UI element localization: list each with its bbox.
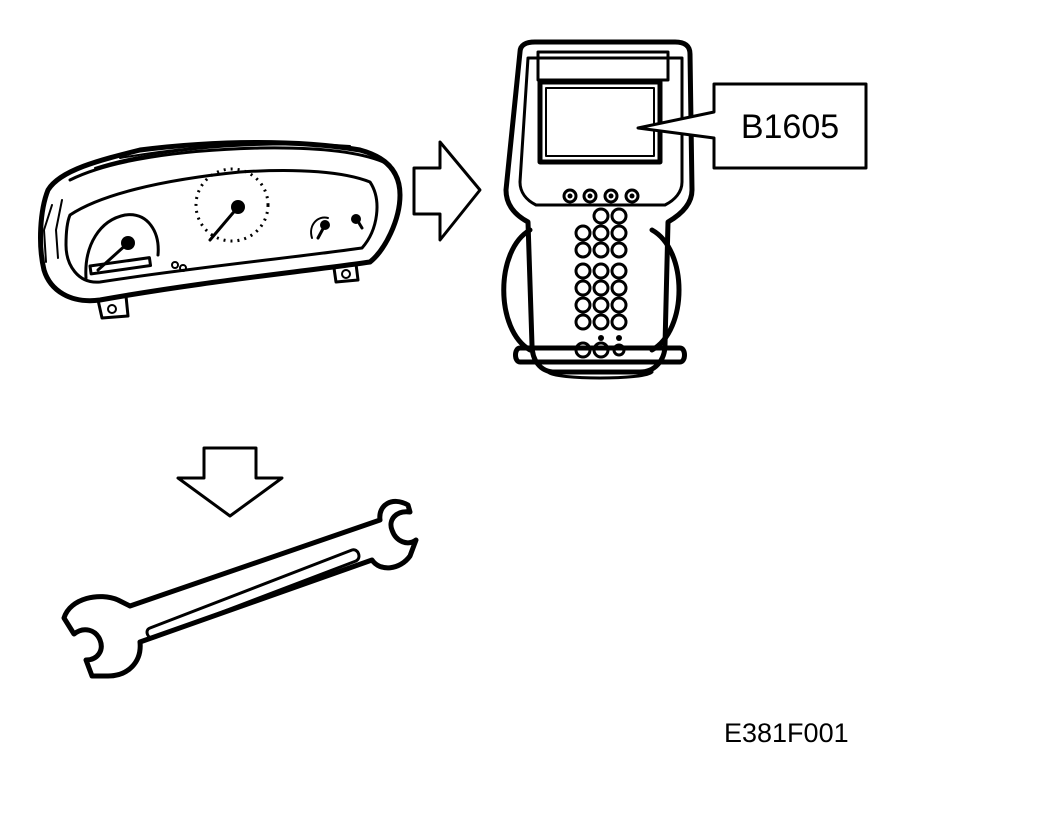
arrow-right-icon <box>412 140 482 242</box>
arrow-down-icon <box>176 446 284 518</box>
figure-reference: E381F001 <box>724 718 849 748</box>
keypad <box>574 207 628 359</box>
function-buttons <box>562 188 640 204</box>
speedometer-dial <box>194 167 270 243</box>
trouble-code: B1605 <box>741 108 839 146</box>
instrument-cluster-icon <box>38 140 403 320</box>
wrench-icon <box>61 498 419 679</box>
scan-tool-icon <box>501 39 695 380</box>
code-callout: B1605 <box>636 82 868 170</box>
